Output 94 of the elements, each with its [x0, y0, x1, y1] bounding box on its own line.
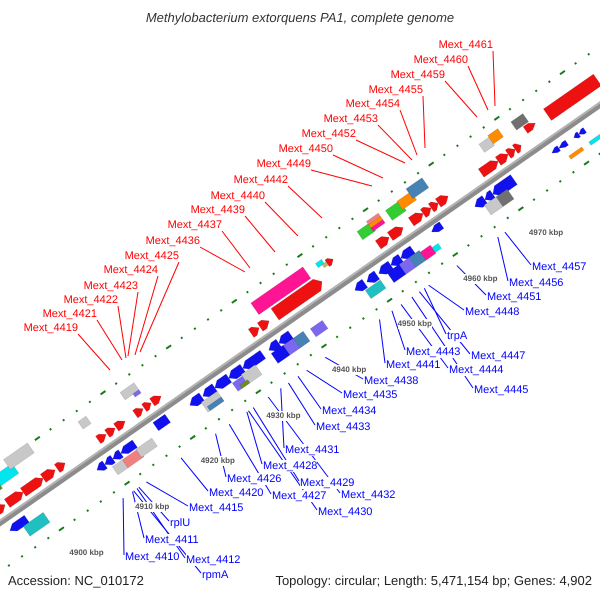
genome-summary-text: Topology: circular; Length: 5,471,154 bp; Genes: 4,902	[275, 573, 592, 589]
gene-label: Mext_4453	[324, 113, 378, 125]
leader-line	[288, 382, 316, 426]
gene-label: Mext_4461	[438, 39, 493, 51]
gene-label: Mext_4423	[84, 280, 138, 292]
leader-line	[140, 262, 180, 352]
leader-line	[504, 232, 532, 266]
gene-label: Mext_4438	[364, 375, 418, 387]
gene-label: Mext_4449	[256, 158, 311, 170]
gene-label: Mext_4457	[532, 261, 586, 273]
gene-label: Mext_4434	[322, 405, 376, 417]
gene-label: Mext_4445	[474, 384, 528, 396]
gene-label: Mext_4444	[449, 364, 504, 376]
gene-label: Mext_4447	[471, 350, 526, 362]
leader-line	[310, 170, 372, 186]
gene-label: Mext_4440	[210, 190, 265, 202]
leader-line	[128, 292, 138, 356]
gene-label: Mext_4425	[124, 250, 179, 262]
title: Methylobacterium extorquens PA1, complete genome	[144, 10, 456, 26]
gene-label: Mext_4419	[24, 322, 78, 334]
position-label: 4900 kbp	[69, 548, 104, 558]
position-label: 4950 kbp	[398, 319, 432, 330]
leader-line	[391, 310, 406, 350]
leader-line	[492, 50, 496, 106]
gene-label: Mext_4411	[145, 534, 199, 546]
leader-line	[444, 80, 478, 118]
gene-label: Mext_4452	[302, 128, 356, 140]
gene-label: Mext_4441	[386, 359, 440, 371]
leader-line	[200, 246, 246, 272]
leader-line	[134, 276, 158, 356]
gene-label: Mext_4430	[318, 506, 372, 518]
gene-label: rplU	[170, 517, 190, 529]
gene-label: Mext_4432	[341, 489, 396, 501]
leader-line	[332, 154, 384, 178]
gene-label: Mext_4443	[406, 346, 460, 358]
gene-label: Mext_4439	[190, 204, 245, 216]
gene-label: Mext_4412	[186, 554, 240, 566]
gene-label: Mext_4454	[346, 98, 400, 110]
leader-line	[379, 318, 386, 364]
position-label: 4960 kbp	[463, 274, 498, 284]
gene-label: Mext_4459	[390, 69, 445, 81]
gene-label: Mext_4450	[278, 143, 333, 155]
leader-line	[146, 481, 188, 506]
leader-line	[424, 288, 446, 334]
gene-label: Mext_4424	[104, 264, 158, 276]
gene-label: Mext_4426	[227, 473, 282, 485]
leader-line	[306, 370, 342, 394]
gene-label: Mext_4422	[64, 294, 118, 306]
leader-line	[222, 230, 250, 268]
gene-label: Mext_4421	[42, 308, 97, 320]
leader-line	[400, 110, 418, 156]
gene-label: Mext_4437	[168, 219, 222, 231]
leader-line	[118, 306, 126, 358]
gene-label: Mext_4427	[272, 490, 326, 502]
gene-label: Mext_4460	[414, 54, 468, 66]
position-label: 4970 kbp	[528, 228, 564, 238]
gene-label: Mext_4420	[209, 487, 264, 499]
gene-label: rpmA	[202, 569, 228, 581]
leader-line	[468, 66, 488, 110]
gene-label: Mext_4451	[487, 291, 542, 303]
gene-label: Mext_4442	[234, 174, 288, 186]
gene-label: Mext_4428	[263, 460, 318, 472]
gene-label: Mext_4415	[189, 502, 244, 514]
leader-line	[180, 457, 208, 492]
gene-label: Mext_4448	[465, 306, 520, 318]
leader-line	[378, 124, 412, 160]
leader-line	[422, 96, 426, 148]
position-label: 4930 kbp	[266, 410, 301, 421]
leader-line	[356, 140, 406, 164]
leader-line	[246, 411, 262, 464]
gene-label: Mext_4436	[146, 235, 200, 247]
position-label: 4910 kbp	[135, 502, 170, 512]
position-label: 4920 kbp	[200, 456, 235, 466]
leader-line	[497, 236, 508, 282]
leader-line	[122, 498, 124, 556]
gene-label: Mext_4456	[509, 277, 564, 289]
gene-label: Mext_4410	[125, 551, 180, 563]
leader-line	[78, 334, 110, 370]
leader-line	[96, 320, 122, 360]
gene-label: Mext_4431	[285, 444, 340, 456]
leader-line	[280, 388, 284, 448]
leader-line	[428, 284, 464, 310]
gene-label: Mext_4433	[316, 421, 370, 433]
gene-label: Mext_4429	[300, 477, 354, 489]
gene-label: Mext_4435	[343, 389, 398, 401]
leader-line	[298, 376, 322, 410]
leader-line	[288, 186, 322, 218]
accession-text: Accession: NC_010172	[8, 573, 144, 589]
leader-line	[264, 202, 298, 236]
leader-line	[244, 216, 276, 252]
position-label: 4940 kbp	[332, 364, 366, 375]
gene-label: Mext_4455	[368, 84, 423, 96]
leader-line	[418, 291, 470, 354]
gene-label: trpA	[447, 330, 468, 342]
